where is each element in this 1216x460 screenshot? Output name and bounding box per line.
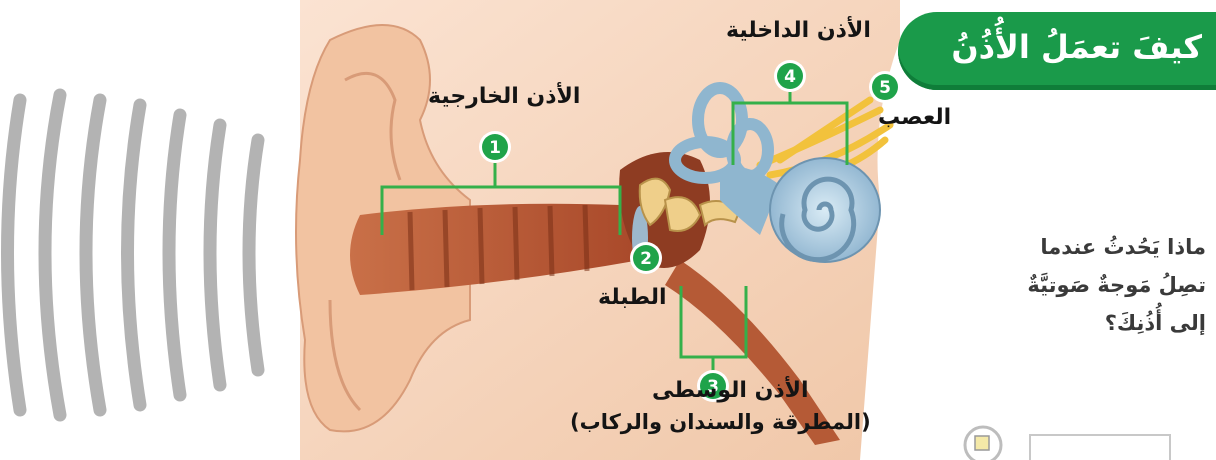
marker-1: 1	[479, 131, 511, 163]
sound-waves	[8, 95, 259, 415]
marker-4: 4	[774, 60, 806, 92]
marker-5: 5	[869, 71, 901, 103]
label-middle-ear: الأذن الوسطى	[652, 378, 809, 403]
marker-4-text: 4	[784, 67, 796, 87]
marker-2: 2	[630, 242, 662, 274]
question-text: ماذا يَحُدثُ عندما تصِلُ مَوجةٌ صَوتيَّة…	[986, 228, 1206, 342]
page-title: كيفَ تعمَلُ الأُذُنُ	[951, 28, 1202, 66]
question-line-3: إلى أُذُنِكَ؟	[986, 304, 1206, 342]
question-line-2: تصِلُ مَوجةٌ صَوتيَّةٌ	[986, 266, 1206, 304]
title-banner: كيفَ تعمَلُ الأُذُنُ	[898, 12, 1216, 90]
label-middle-ear-detail: (المطرقة والسندان والركاب)	[570, 410, 871, 434]
label-nerve: العصب	[878, 105, 951, 130]
marker-2-text: 2	[640, 249, 652, 269]
label-outer-ear: الأذن الخارجية	[428, 84, 580, 109]
question-line-1: ماذا يَحُدثُ عندما	[986, 228, 1206, 266]
label-inner-ear: الأذن الداخلية	[726, 18, 871, 43]
marker-5-text: 5	[879, 78, 891, 98]
label-eardrum: الطبلة	[598, 285, 667, 310]
notebook-icon	[965, 427, 1170, 460]
cochlea	[770, 158, 880, 262]
marker-1-text: 1	[489, 138, 501, 158]
